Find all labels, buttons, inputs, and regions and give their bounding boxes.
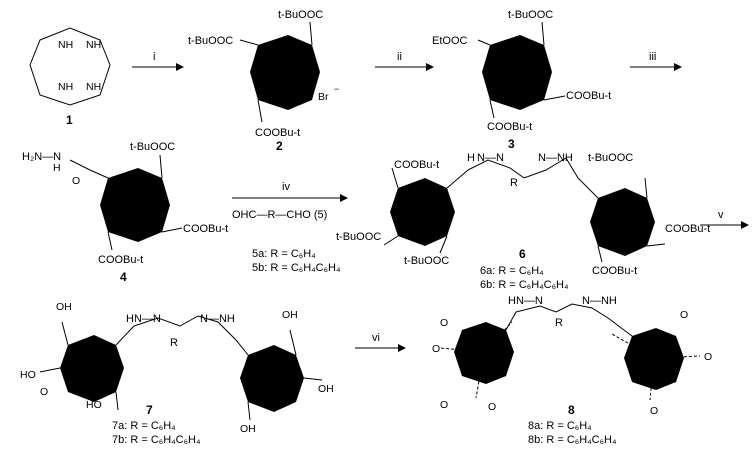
c6-tbu-right-bottom: COOBu-t xyxy=(592,265,637,277)
c6-hn: H xyxy=(467,152,475,164)
c1-nh-3: NH xyxy=(58,81,73,93)
compound-3: t-BuOOC EtOOC COOBu-t COOBu-t 3 xyxy=(432,9,611,151)
c1-nh-2: NH xyxy=(86,39,101,51)
c3-etooc: EtOOC xyxy=(432,35,468,47)
c7-oh-right-top: OH xyxy=(282,309,298,321)
c6-tbu-left-bottom2: t-BuOOC xyxy=(404,255,449,267)
compound-4: H₂N—N H O t-BuOOC COOBu-t COOBu-t 4 xyxy=(22,141,228,284)
arrow-iv: iv OHC—R—CHO (5) 5a: R = C₆H₄ 5b: R = C₆… xyxy=(232,181,348,274)
c8-gd-left: Gd³⁺ xyxy=(470,347,494,359)
c4-tbu-right: COOBu-t xyxy=(183,223,228,235)
c7-hn: HN—N xyxy=(126,313,161,325)
c2-plus: + xyxy=(308,81,313,90)
c2-tbu-top: t-BuOOC xyxy=(278,9,323,21)
c1-nh-4: NH xyxy=(86,81,101,93)
c3-tbu-top: t-BuOOC xyxy=(508,9,553,21)
compound-6: COOBu-t H N—N R N—NH t-BuOOC t-BuOOC t-B… xyxy=(336,152,710,291)
c1-nh-1: NH xyxy=(58,39,73,51)
c7-ho-left: HO xyxy=(20,369,36,381)
c4-tbu-bottom: COOBu-t xyxy=(98,254,143,266)
arrow-i: i xyxy=(132,51,184,71)
c4-h: H xyxy=(53,162,61,174)
c7-nnh: N—NH xyxy=(200,313,235,325)
c2-tbu-left: t-BuOOC xyxy=(188,35,233,47)
c6-nn-right: N—NH xyxy=(538,152,573,164)
c8-o-right-top: O xyxy=(680,309,688,321)
step-iv: iv xyxy=(282,181,290,193)
c8-b: 8b: R = C₆H₄C₆H₄ xyxy=(528,434,617,446)
c8-o-right: O xyxy=(704,351,712,363)
c2-minus: − xyxy=(334,84,339,94)
compound-8: Gd³⁺ Gd³⁺ O O O O HN—N R N—NH O O O 8 8a… xyxy=(432,295,712,446)
step-i: i xyxy=(153,51,155,63)
c7-a: 7a: R = C₆H₄ xyxy=(112,420,176,432)
arrow-v: v xyxy=(700,209,749,229)
c8-o-left-top: O xyxy=(440,317,448,329)
c7-oh-right-bottom: OH xyxy=(240,423,256,435)
c8-hn: HN—N xyxy=(508,295,543,307)
c6-tbu-left-bottom1: t-BuOOC xyxy=(336,231,381,243)
c6-n-n: N—N xyxy=(477,152,504,164)
c7-oh-right: OH xyxy=(318,383,334,395)
c8-a: 8a: R = C₆H₄ xyxy=(528,420,592,432)
arrow-ii: ii xyxy=(375,51,434,71)
step-vi: vi xyxy=(372,332,380,344)
step-v: v xyxy=(718,209,724,221)
c8-number: 8 xyxy=(568,403,575,417)
c7-b: 7b: R = C₆H₄C₆H₄ xyxy=(112,434,201,446)
c7-oh-top: OH xyxy=(56,301,72,313)
c4-o: O xyxy=(72,175,80,187)
c5-formula: OHC—R—CHO (5) xyxy=(232,209,327,221)
compound-2: t-BuOOC t-BuOOC COOBu-t H₂N + Br − 2 xyxy=(188,9,339,153)
c6-b: 6b: R = C₆H₄C₆H₄ xyxy=(480,279,569,291)
c7-r: R xyxy=(170,337,178,349)
c3-number: 3 xyxy=(508,137,515,151)
c6-tbu-right-top: t-BuOOC xyxy=(588,152,633,164)
c8-r: R xyxy=(555,317,563,329)
arrow-iii: iii xyxy=(630,51,682,71)
step-ii: ii xyxy=(397,51,402,63)
c4-number: 4 xyxy=(120,270,127,284)
step-iii: iii xyxy=(649,51,656,63)
c8-o-right-bottom: O xyxy=(650,405,658,417)
c2-number: 2 xyxy=(276,139,283,153)
c2-h2n: H₂N xyxy=(290,89,309,101)
c6-number: 6 xyxy=(519,247,526,261)
c5-a: 5a: R = C₆H₄ xyxy=(252,248,316,260)
compound-1: NH NH NH NH 1 xyxy=(29,27,111,127)
c1-number: 1 xyxy=(66,113,73,127)
c4-h2n: H₂N—N xyxy=(22,151,61,163)
c6-a: 6a: R = C₆H₄ xyxy=(480,265,544,277)
c7-o-left: O xyxy=(40,386,48,398)
c6-tbu-left-top: COOBu-t xyxy=(394,159,439,171)
c7-number: 7 xyxy=(146,403,153,417)
c2-br: Br xyxy=(318,91,329,103)
c8-o-left: O xyxy=(432,343,440,355)
c2-tbu-bottom: COOBu-t xyxy=(255,127,300,139)
arrow-vi: vi xyxy=(355,332,406,352)
c8-gd-right: Gd³⁺ xyxy=(642,353,666,365)
c6-tbu-right-side: COOBu-t xyxy=(665,223,710,235)
c7-ho-bottom: HO xyxy=(86,399,102,411)
c5-b: 5b: R = C₆H₄C₆H₄ xyxy=(252,262,341,274)
c8-o-left-bottom2: O xyxy=(488,401,496,413)
c3-tbu-right: COOBu-t xyxy=(566,90,611,102)
c8-o-left-bottom: O xyxy=(440,399,448,411)
c6-r: R xyxy=(510,177,518,189)
c4-tbu-top: t-BuOOC xyxy=(130,141,175,153)
compound-7: OH HO O HO HN—N R N—NH OH OH OH 7 7a: R … xyxy=(20,301,334,446)
c3-tbu-bottom: COOBu-t xyxy=(487,121,532,133)
c8-nnh: N—NH xyxy=(582,295,617,307)
